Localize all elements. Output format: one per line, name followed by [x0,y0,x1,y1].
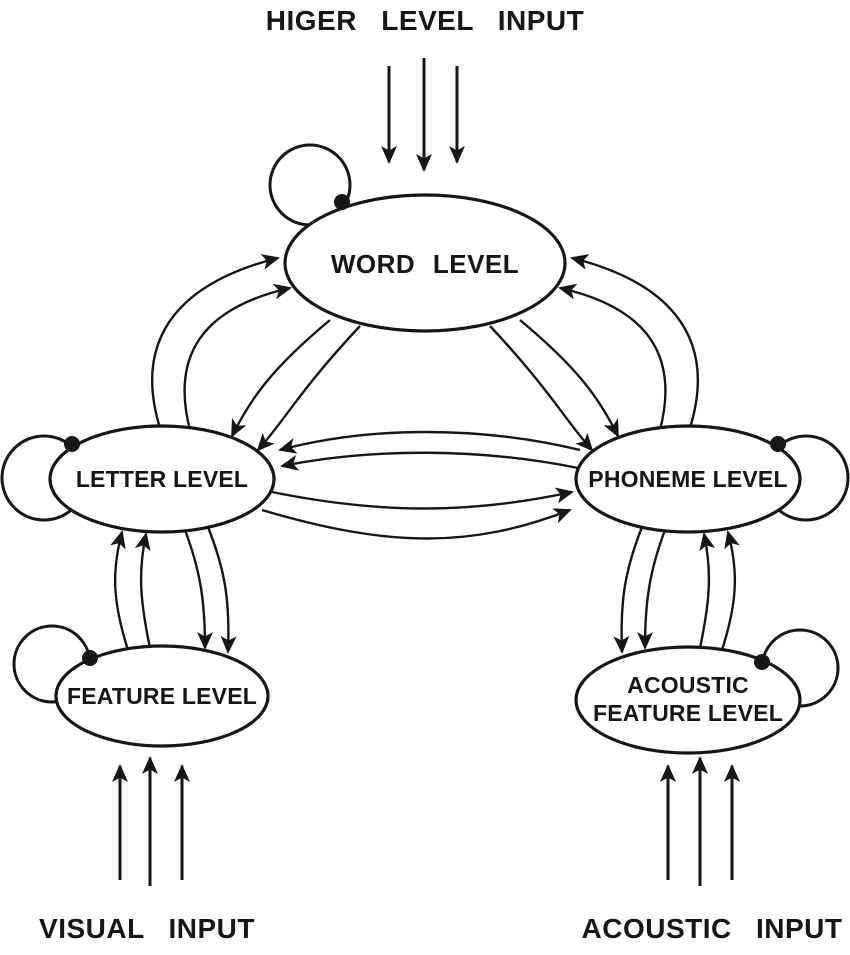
visual-input-label: VISUAL INPUT [39,913,255,944]
word-to-phoneme-arrow-1 [519,319,620,438]
feature-level-label: FEATURE LEVEL [67,683,257,709]
phoneme-to-acoustic-feature-arrow-2 [613,526,644,654]
phoneme-level-label: PHONEME LEVEL [588,466,787,492]
higher-level-input-label: HIGER LEVEL INPUT [266,5,584,36]
word-level-label: WORD LEVEL [331,249,519,279]
feature-to-letter-arrow-1 [110,530,130,651]
acoustic-feature-level-label-line2: FEATURE LEVEL [593,700,783,726]
connection-arrows [110,254,740,654]
acoustic-input-label: ACOUSTIC INPUT [582,913,843,944]
visual-input-arrows [112,756,190,886]
level-nodes [48,193,802,755]
phoneme-to-acoustic-feature-arrow-1 [637,529,667,650]
word-to-letter-arrow-1 [230,319,331,438]
word-loop-dot [334,194,350,210]
phoneme-to-letter-arrow-1 [278,430,581,454]
self-loop-dots [64,194,786,670]
letter-level-label: LETTER LEVEL [76,466,248,492]
acoustic-input-arrows [660,756,740,886]
word-level-node [283,193,567,333]
higher-level-input-arrows [381,58,465,172]
labels: HIGER LEVEL INPUT WORD LEVEL LETTER LEVE… [39,5,842,944]
phoneme-to-letter-arrow-2 [280,451,579,471]
acoustic-feature-level-label-line1: ACOUSTIC [627,672,749,698]
acoustic-feature-to-phoneme-arrow-1 [720,530,740,651]
letter-to-phoneme-arrow-1 [271,487,574,510]
word-to-letter-arrow-2 [256,325,361,452]
word-to-phoneme-arrow-2 [489,325,594,452]
phoneme-level-node [574,424,802,534]
letter-loop-dot [64,436,80,452]
letter-to-phoneme-arrow-2 [261,508,572,540]
acoustic-feature-level-node [574,645,802,755]
feature-loop-dot [82,650,98,666]
phoneme-to-word-arrow-1 [570,254,700,429]
feature-level-node [54,644,270,748]
letter-to-word-arrow-2 [183,283,292,431]
letter-to-feature-arrow-1 [183,529,213,650]
letter-to-feature-arrow-2 [206,526,237,654]
feature-to-letter-arrow-2 [134,532,152,649]
letter-to-word-arrow-1 [150,254,280,429]
phoneme-to-word-arrow-2 [558,283,667,431]
letter-level-node [48,424,276,534]
phoneme-loop-dot [770,436,786,452]
acoustic-feature-loop-dot [754,654,770,670]
acoustic-feature-to-phoneme-arrow-2 [698,532,716,649]
